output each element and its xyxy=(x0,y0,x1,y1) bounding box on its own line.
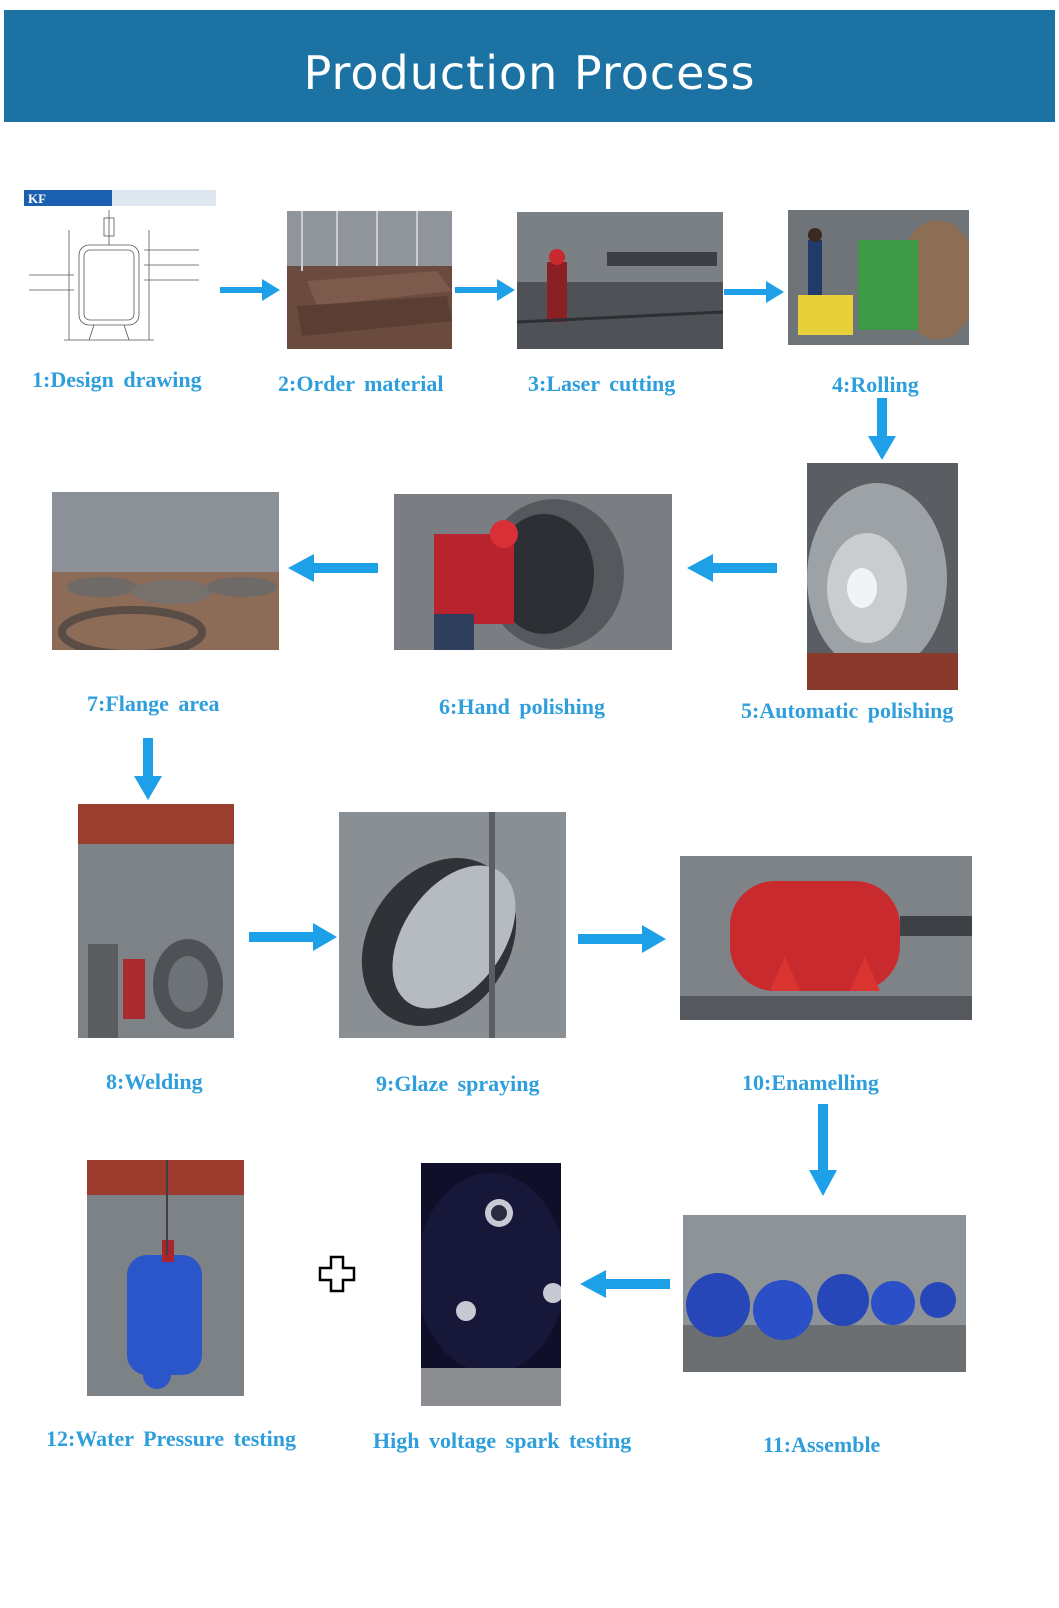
arrow-right-icon xyxy=(220,279,280,301)
hand-polishing-icon xyxy=(394,494,672,650)
step-10-label: 10:Enamelling xyxy=(742,1070,879,1095)
step-8-photo xyxy=(78,804,234,1038)
arrow-1-to-2 xyxy=(220,279,280,301)
arrow-11-to-spark xyxy=(580,1270,670,1298)
step-9-label: 9:Glaze spraying xyxy=(376,1071,540,1096)
step-11-label: 11:Assemble xyxy=(763,1432,881,1457)
arrow-8-to-9 xyxy=(249,923,337,951)
step-11-photo xyxy=(683,1215,966,1372)
water-pressure-icon xyxy=(87,1160,244,1396)
plus-icon xyxy=(318,1255,356,1293)
page-title: Production Process xyxy=(303,46,756,100)
drawing-heading: KF xyxy=(28,191,46,206)
arrow-4-to-5 xyxy=(868,398,896,460)
step-3-label: 3:Laser cutting xyxy=(528,371,676,396)
step-2-label: 2:Order material xyxy=(278,371,444,396)
header-banner: Production Process xyxy=(4,10,1055,122)
step-12-label: 12:Water Pressure testing xyxy=(46,1426,296,1451)
step-3-photo xyxy=(517,212,723,349)
step-5-label: 5:Automatic polishing xyxy=(741,698,954,723)
arrow-left-icon xyxy=(288,554,378,582)
design-drawing-icon: KF xyxy=(24,190,216,341)
arrow-6-to-7 xyxy=(288,554,378,582)
spark-testing-icon xyxy=(421,1163,561,1406)
spark-testing-photo xyxy=(421,1163,561,1406)
arrow-right-icon xyxy=(249,923,337,951)
step-12-photo xyxy=(87,1160,244,1396)
polished-shell-icon xyxy=(807,463,958,690)
arrow-5-to-6 xyxy=(687,554,777,582)
glaze-spraying-icon xyxy=(339,812,566,1038)
steel-plates-icon xyxy=(287,211,452,349)
enamelling-icon xyxy=(680,856,972,1020)
step-6-label: 6:Hand polishing xyxy=(439,694,606,719)
arrow-left-icon xyxy=(580,1270,670,1298)
step-10-photo xyxy=(680,856,972,1020)
step-7-photo xyxy=(52,492,279,650)
step-9-photo xyxy=(339,812,566,1038)
step-4-label: 4:Rolling xyxy=(832,372,919,397)
step-1-label: 1:Design drawing xyxy=(32,367,202,392)
arrow-down-icon xyxy=(868,398,896,460)
arrow-right-icon xyxy=(455,279,515,301)
spark-testing-label: High voltage spark testing xyxy=(373,1428,632,1453)
laser-cutting-icon xyxy=(517,212,723,349)
welding-icon xyxy=(78,804,234,1038)
flange-heads-icon xyxy=(52,492,279,650)
step-6-photo xyxy=(394,494,672,650)
step-2-photo xyxy=(287,211,452,349)
step-5-photo xyxy=(807,463,958,690)
step-4-photo xyxy=(788,210,969,345)
plus-connector xyxy=(318,1255,356,1293)
arrow-9-to-10 xyxy=(578,925,666,953)
arrow-right-icon xyxy=(724,281,784,303)
step-8-label: 8:Welding xyxy=(106,1069,203,1094)
step-7-label: 7:Flange area xyxy=(87,691,220,716)
arrow-7-to-8 xyxy=(134,738,162,800)
arrow-down-icon xyxy=(809,1104,837,1196)
arrow-2-to-3 xyxy=(455,279,515,301)
arrow-10-to-11 xyxy=(809,1104,837,1196)
arrow-3-to-4 xyxy=(724,281,784,303)
arrow-right-icon xyxy=(578,925,666,953)
arrow-down-icon xyxy=(134,738,162,800)
rolling-machine-icon xyxy=(788,210,969,345)
assembled-reactors-icon xyxy=(683,1215,966,1372)
arrow-left-icon xyxy=(687,554,777,582)
step-1-photo: KF xyxy=(24,190,216,350)
